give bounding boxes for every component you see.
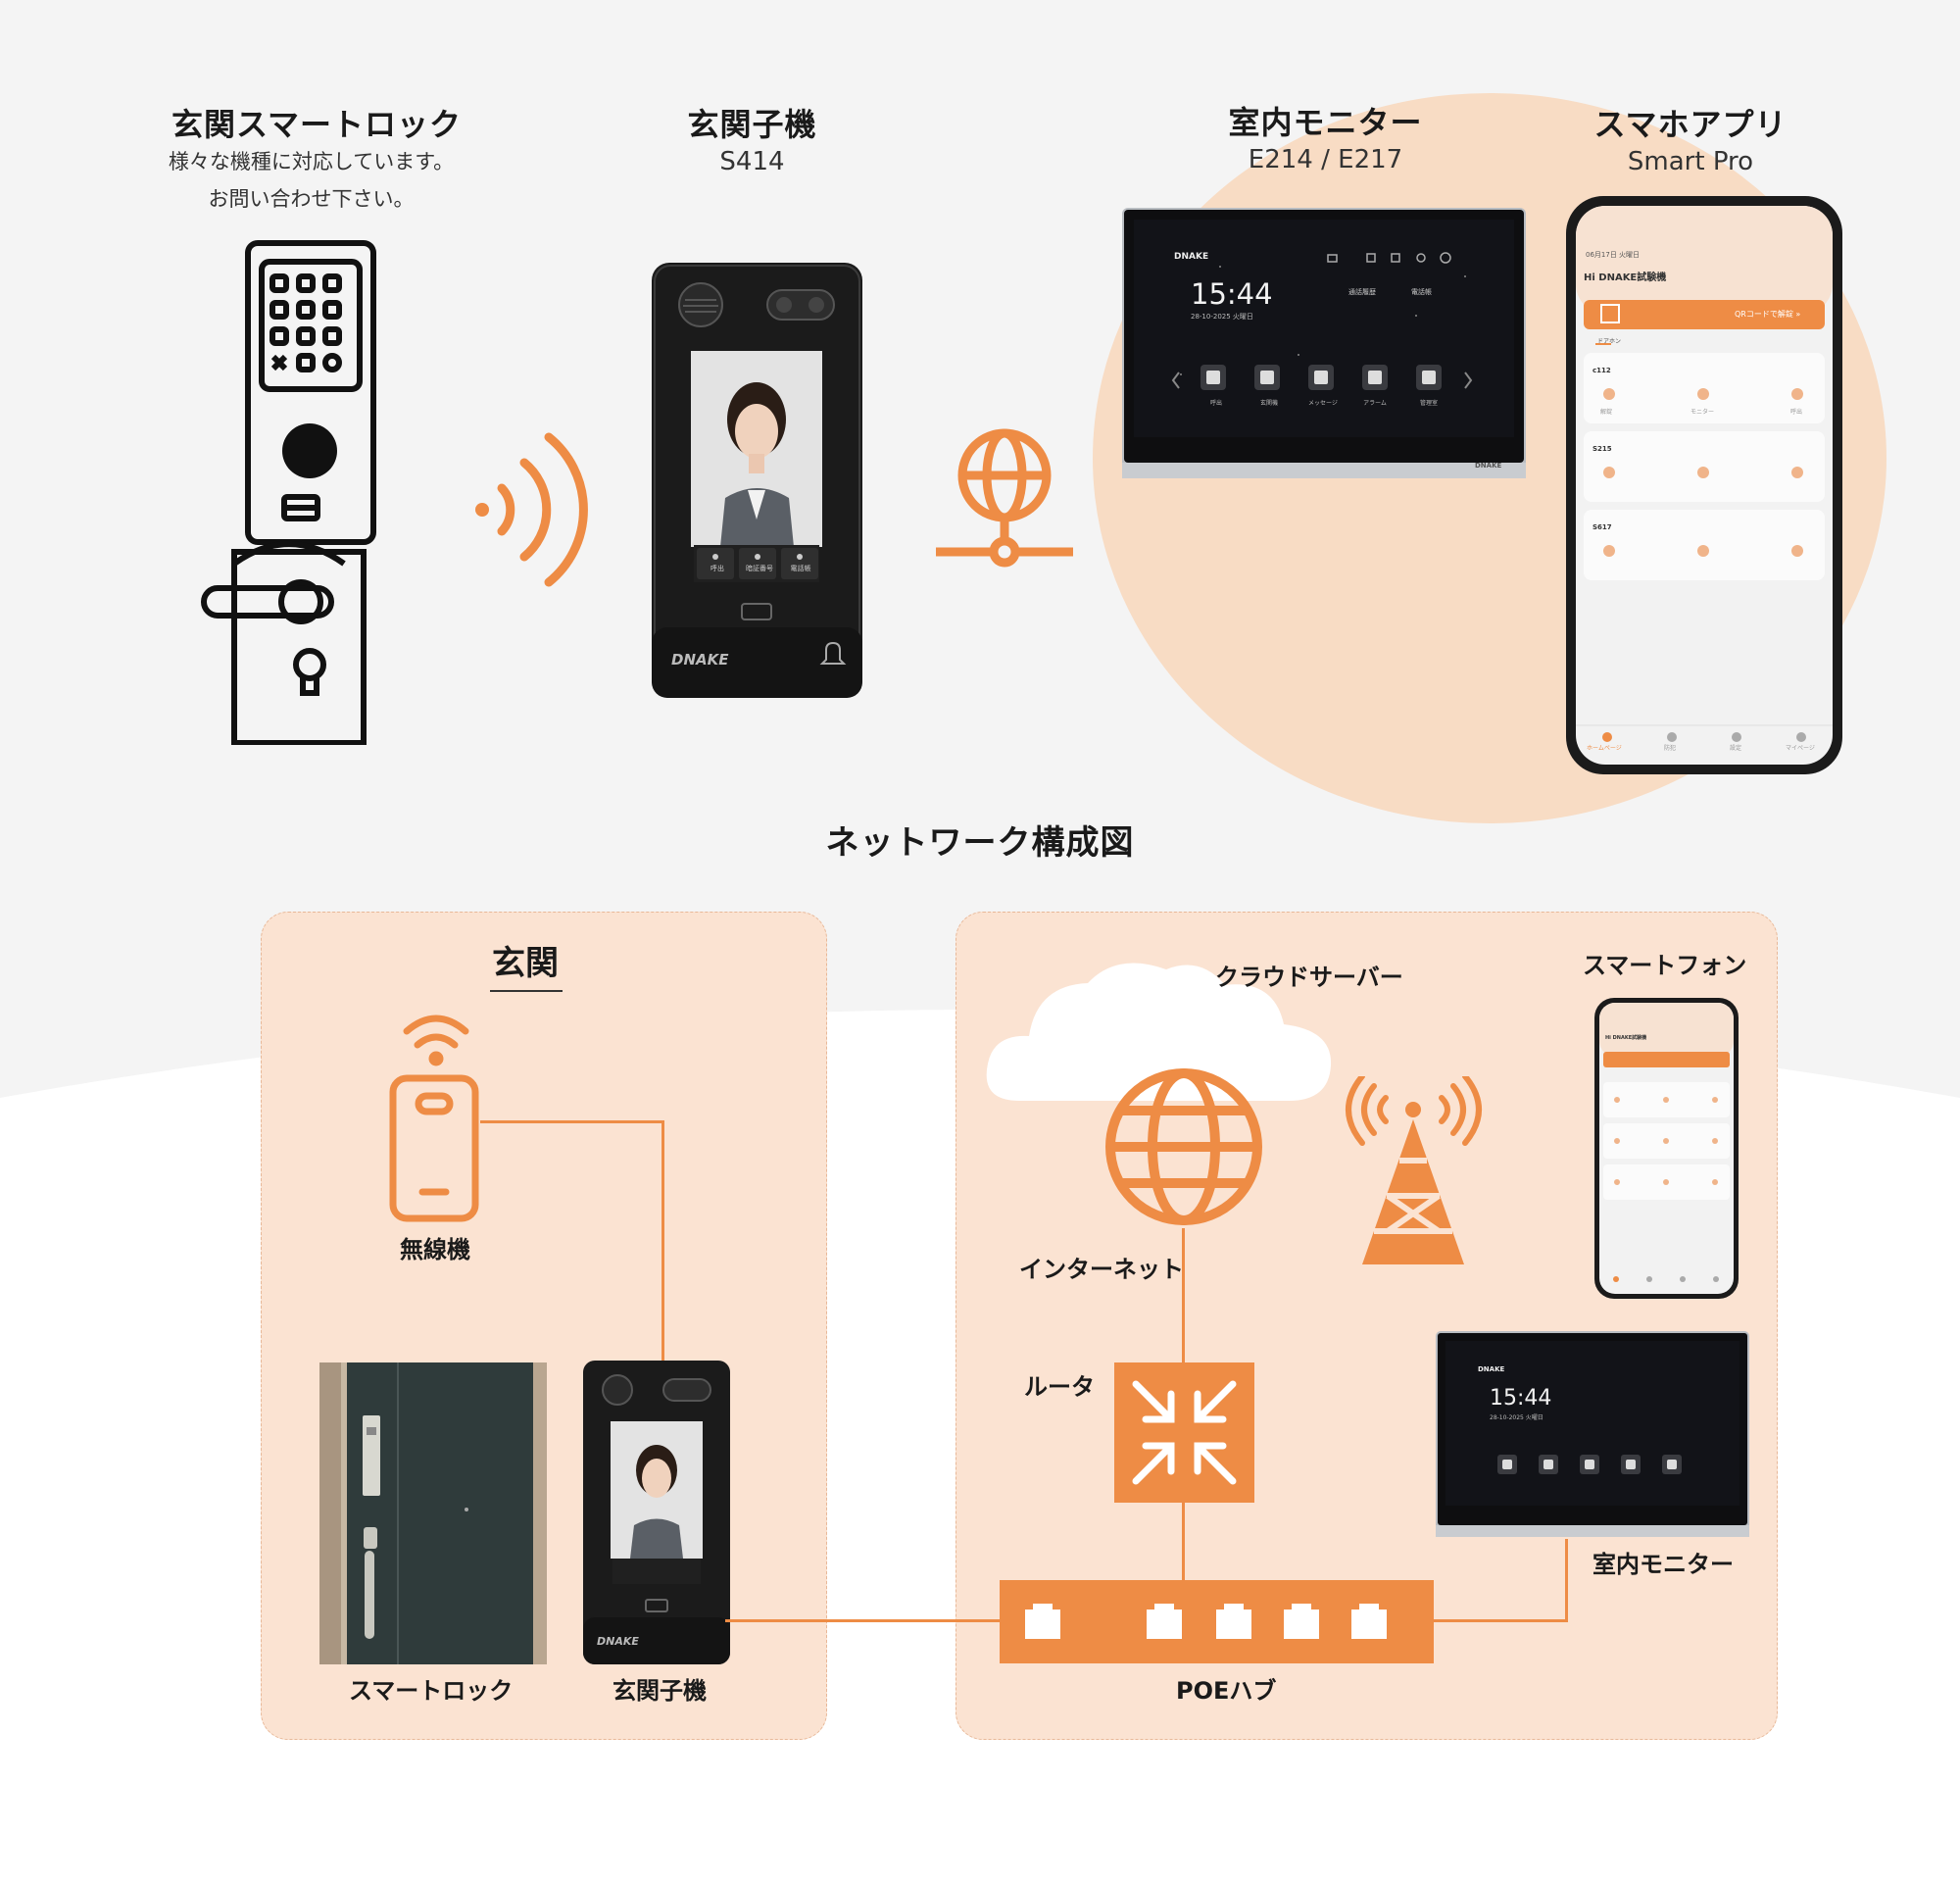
app-tab-home: ホームページ [1587, 745, 1622, 752]
ds-btn-phonebook: 電話帳 [790, 565, 811, 572]
router-icon [1114, 1362, 1254, 1503]
monitor-link-phonebook: 電話帳 [1411, 288, 1432, 296]
monitor-diagram-date: 28-10-2025 火曜日 [1490, 1414, 1544, 1421]
doorstation-brand: DNAKE [671, 651, 729, 669]
ds-btn-call: 呼出 [710, 565, 724, 572]
smartphone-label: スマートフォン [1583, 952, 1747, 979]
entrance-title: 玄関 [492, 944, 559, 983]
lock-note-1: 様々な機種に対応しています。 [168, 150, 455, 173]
monitor-bezel-brand: DNAKE [1475, 462, 1502, 470]
entrance-title-underline [490, 990, 563, 992]
smart-lock-photo [319, 1362, 547, 1664]
cloud-icon [986, 963, 1332, 1101]
app-date: 06月17日 火曜日 [1586, 251, 1641, 259]
wire-hub-monitor-h [1433, 1619, 1567, 1622]
monitor-app-doorstation: 玄関機 [1259, 400, 1278, 407]
app-tab-settings: 設定 [1730, 745, 1742, 752]
smart-lock-icon [201, 240, 376, 745]
wire-doorstation-hub [725, 1619, 1002, 1622]
app-device-3: S617 [1592, 523, 1612, 531]
doorstation-title: 玄関子機 [687, 106, 817, 143]
monitor-model: E214 / E217 [1248, 145, 1403, 174]
indoor-monitor-diagram-image [1436, 1331, 1749, 1537]
monitor-date: 28-10-2025 火曜日 [1191, 313, 1253, 321]
monitor-app-message: メッセージ [1308, 400, 1338, 407]
app-greeting: Hi DNAKE試験機 [1584, 272, 1667, 283]
app-tab-security: 防犯 [1664, 745, 1677, 752]
wire-hub-monitor-v [1565, 1539, 1568, 1622]
smart-lock-label: スマートロック [349, 1677, 514, 1705]
monitor-brand: DNAKE [1174, 252, 1209, 262]
app-action-call: 呼出 [1790, 409, 1803, 416]
app-device-1: c112 [1592, 367, 1611, 374]
network-globe-icon [936, 428, 1073, 568]
doorstation-model: S414 [719, 147, 785, 176]
app-diagram-greeting: Hi DNAKE試験機 [1605, 1035, 1647, 1041]
internet-globe-icon [1105, 1068, 1262, 1225]
wireless-signal-icon [475, 432, 588, 587]
cloud-server-label: クラウドサーバー [1215, 964, 1403, 991]
monitor-diagram-brand: DNAKE [1478, 1365, 1505, 1373]
monitor-app-office: 管理室 [1419, 400, 1438, 407]
router-label: ルータ [1024, 1373, 1095, 1401]
app-title: スマホアプリ [1593, 106, 1788, 143]
wire-internet-router [1182, 1228, 1185, 1365]
lock-title: 玄関スマートロック [172, 106, 463, 143]
lock-note-2: お問い合わせ下さい。 [208, 187, 415, 211]
poe-hub-icon [1000, 1580, 1434, 1663]
monitor-app-call: 呼出 [1209, 400, 1222, 407]
smartphone-diagram-image [1594, 998, 1739, 1299]
wireless-unit-icon [389, 1015, 479, 1222]
wire-router-hub [1182, 1503, 1185, 1581]
smartphone-app-image [1566, 196, 1842, 774]
indoor-monitor-label: 室内モニター [1592, 1551, 1734, 1578]
internet-label: インターネット [1019, 1256, 1184, 1283]
app-model: Smart Pro [1627, 147, 1754, 176]
monitor-link-history: 通話履歴 [1348, 288, 1376, 296]
ds-btn-passcode: 暗証番号 [746, 565, 773, 572]
app-section: ドアホン [1597, 338, 1622, 345]
indoor-monitor-image [1122, 208, 1526, 478]
wire-wireless-h [480, 1120, 663, 1123]
doorstation-diagram-label: 玄関子機 [612, 1677, 707, 1705]
monitor-diagram-time: 15:44 [1490, 1386, 1552, 1411]
doorstation-diagram-brand: DNAKE [597, 1635, 639, 1648]
app-action-unlock: 解錠 [1600, 409, 1613, 416]
app-qr-button: QRコードで解錠 » [1735, 310, 1801, 319]
diagram-title: ネットワーク構成図 [825, 823, 1135, 863]
app-action-monitor: モニター [1690, 409, 1715, 416]
monitor-app-alarm: アラーム [1363, 400, 1387, 407]
monitor-time: 15:44 [1191, 277, 1273, 311]
doorstation-device-image: DNAKE [652, 263, 862, 698]
app-tab-mypage: マイページ [1786, 745, 1815, 752]
cell-tower-icon [1346, 1076, 1482, 1264]
wire-wireless-v [662, 1120, 664, 1361]
doorstation-diagram-image: DNAKE [583, 1361, 730, 1664]
wireless-unit-label: 無線機 [400, 1236, 470, 1263]
app-device-2: S215 [1592, 445, 1612, 453]
poe-hub-label: POEハブ [1176, 1677, 1277, 1705]
monitor-title: 室内モニター [1228, 104, 1423, 141]
